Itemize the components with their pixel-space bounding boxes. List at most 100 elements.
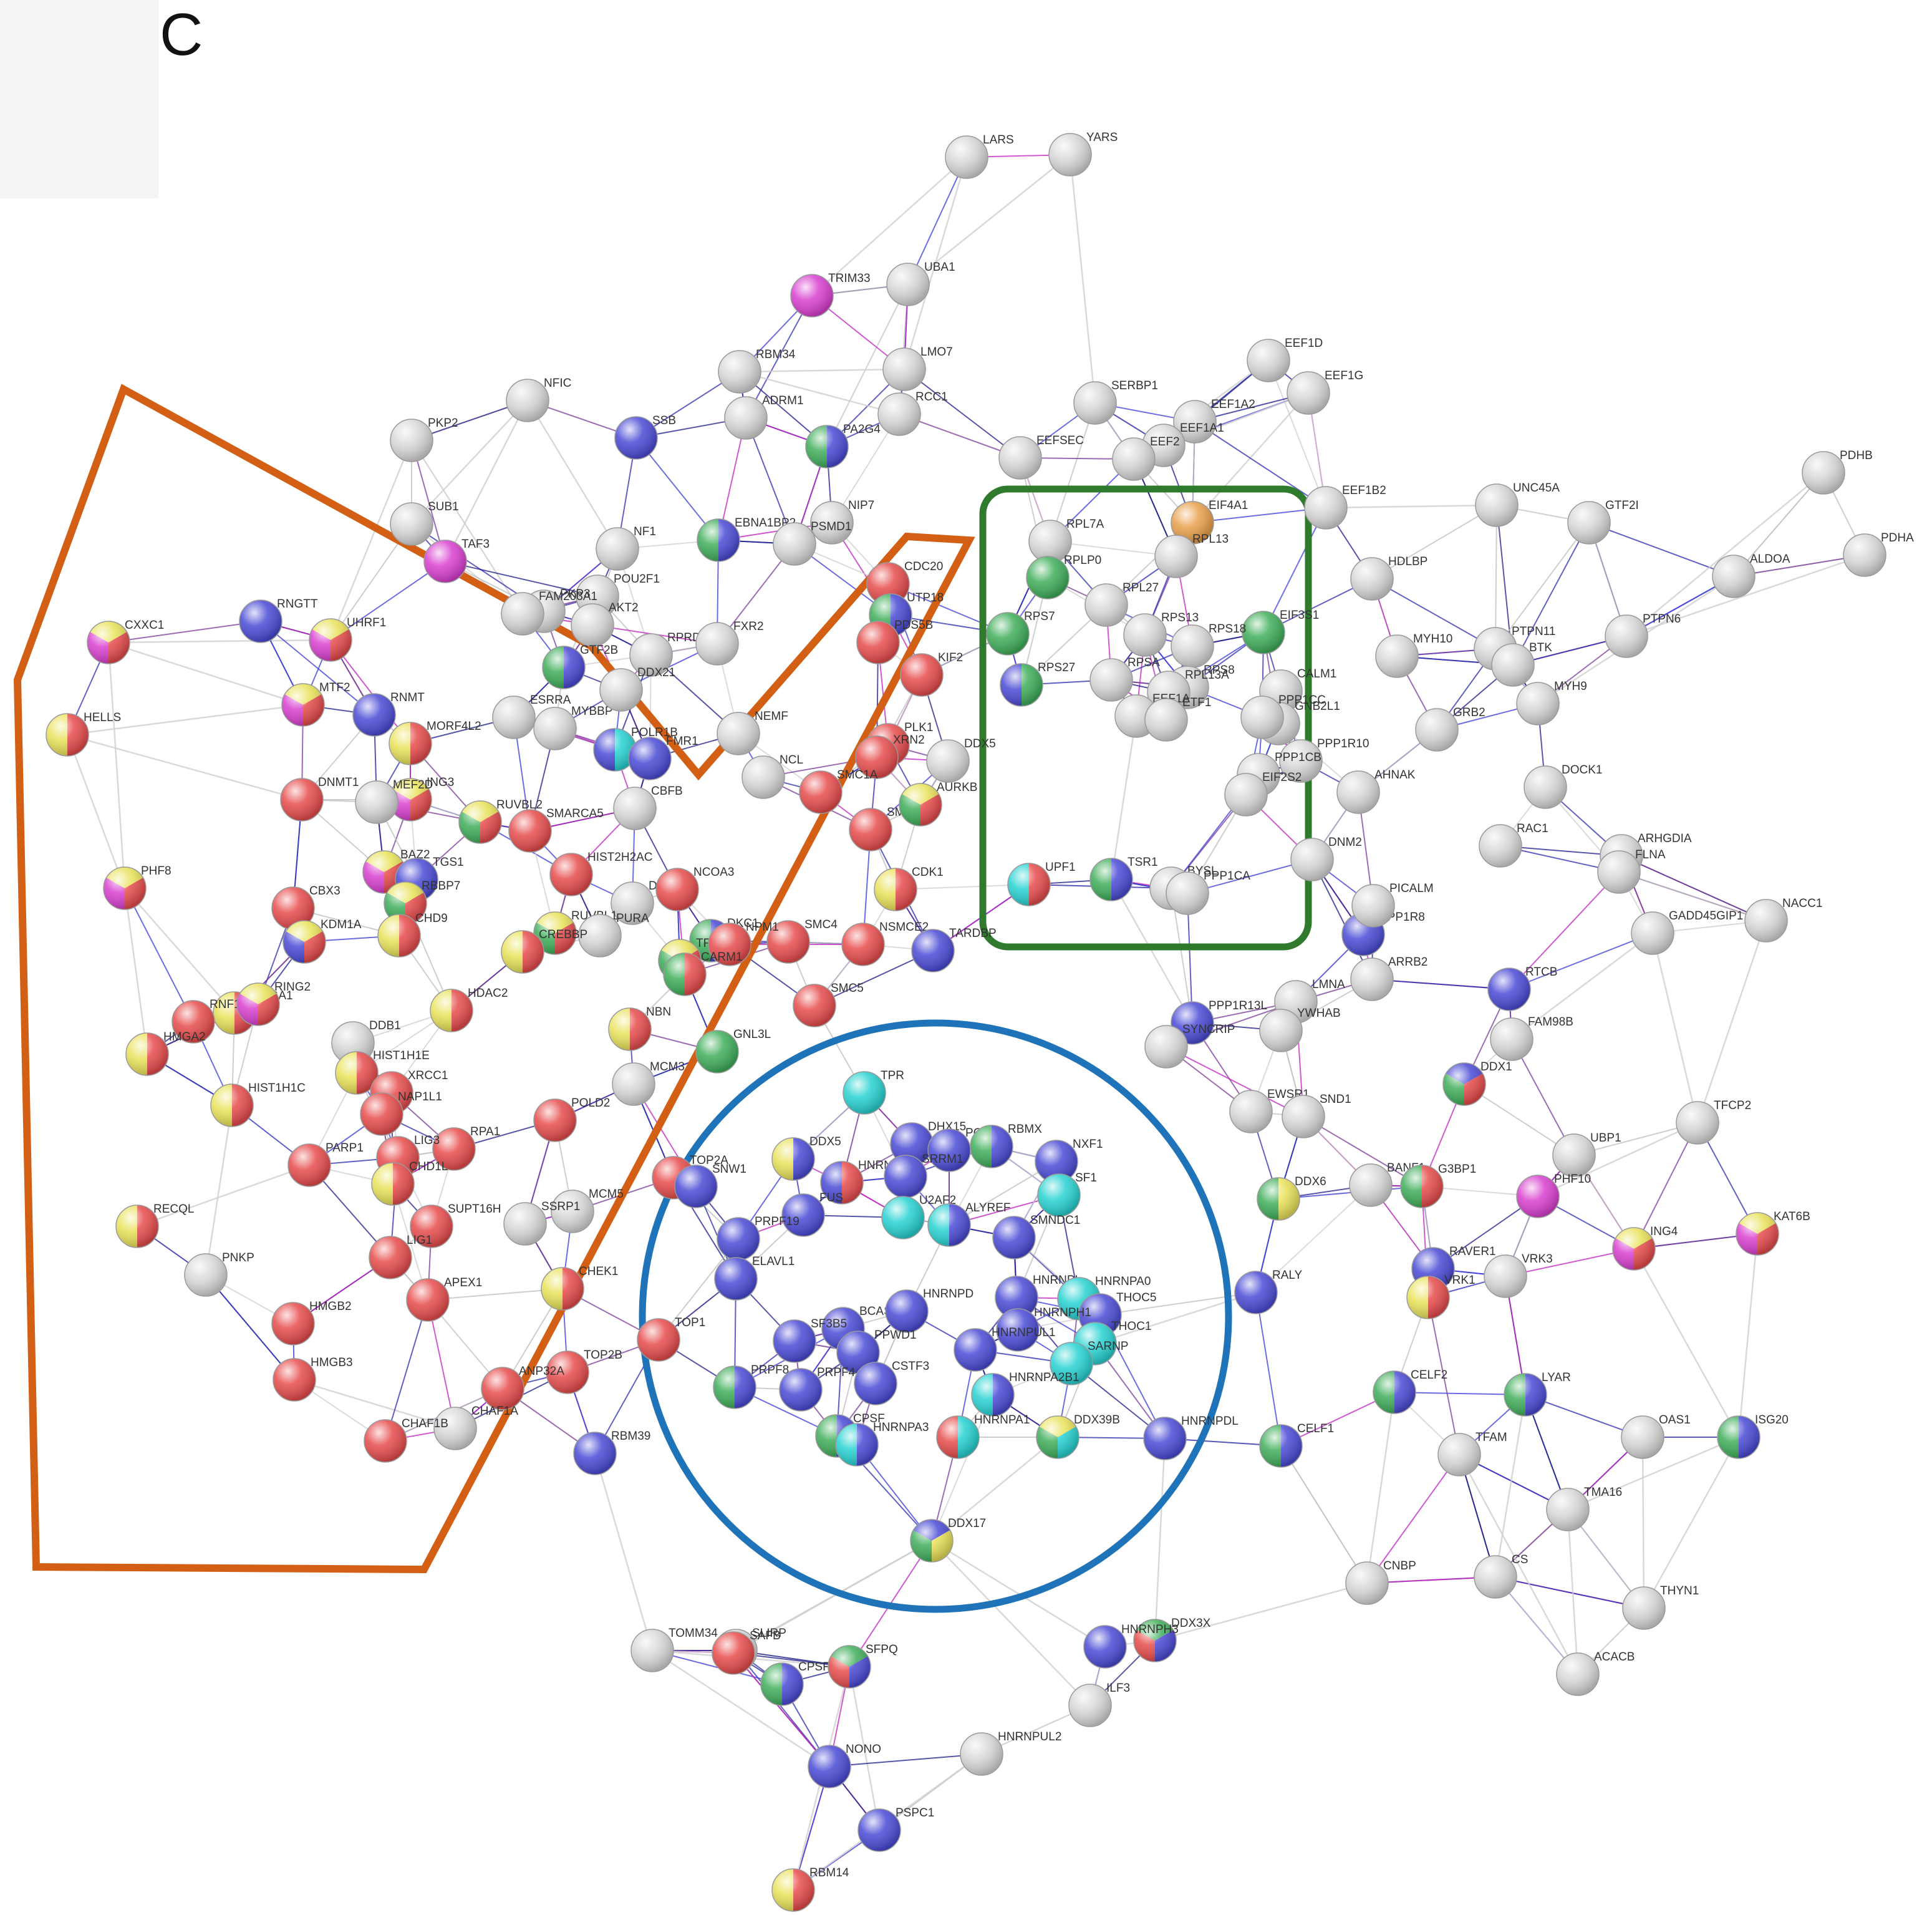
protein-node: ALYREF xyxy=(927,1201,1011,1247)
node-highlight xyxy=(1073,381,1117,425)
protein-node: VRK3 xyxy=(1484,1253,1553,1298)
protein-node: CHAF1A xyxy=(433,1405,518,1450)
protein-node: HNRNPA3 xyxy=(835,1421,929,1467)
node-label: HMGB3 xyxy=(311,1356,353,1369)
protein-node: DDX6 xyxy=(1257,1175,1326,1221)
interaction-edge xyxy=(67,704,304,736)
protein-node: PA2G4 xyxy=(805,423,881,468)
node-label: NIP7 xyxy=(848,499,874,512)
node-label: PARP1 xyxy=(326,1142,364,1155)
protein-node: BANF1 xyxy=(1349,1161,1425,1207)
node-highlight xyxy=(799,770,843,814)
node-highlight xyxy=(741,755,785,799)
protein-node: BTK xyxy=(1491,641,1552,687)
node-label: PKP3 xyxy=(560,588,591,601)
protein-node: UBA1 xyxy=(886,261,955,306)
interaction-edge xyxy=(1737,1233,1759,1438)
interaction-edge xyxy=(895,884,1030,890)
node-highlight xyxy=(1089,658,1133,702)
protein-node: AHNAK xyxy=(1336,768,1416,814)
protein-node: CNBP xyxy=(1345,1559,1416,1605)
node-label: NCL xyxy=(780,754,803,767)
interaction-edge xyxy=(826,284,909,447)
node-highlight xyxy=(1479,824,1522,868)
protein-node: PDHA xyxy=(1843,531,1914,577)
node-label: KDM1A xyxy=(321,918,362,931)
node-label: LARS xyxy=(983,133,1014,147)
protein-node: CPSF6 xyxy=(760,1660,836,1706)
interaction-edge xyxy=(1509,933,1653,990)
interaction-edge xyxy=(123,888,148,1055)
node-label: UNC45A xyxy=(1513,482,1560,495)
node-label: RAVER1 xyxy=(1449,1245,1496,1258)
protein-node: RTCB xyxy=(1487,966,1557,1011)
protein-node: CHD1L xyxy=(371,1160,448,1206)
node-highlight xyxy=(360,1092,403,1136)
node-label: BAZ2 xyxy=(400,848,430,861)
protein-node: SYNCRIP xyxy=(1144,1023,1235,1069)
node-highlight xyxy=(1143,1417,1187,1460)
protein-node: AURKB xyxy=(899,781,977,827)
protein-node: FAM203A1 xyxy=(501,590,597,636)
interaction-edge xyxy=(814,950,934,1006)
interaction-edge xyxy=(1733,472,1824,577)
interaction-edge xyxy=(1511,933,1653,1040)
node-label: NXF1 xyxy=(1073,1138,1103,1151)
node-highlight xyxy=(1556,1652,1600,1696)
protein-node: TFAM xyxy=(1437,1431,1507,1476)
protein-node: CBFB xyxy=(613,785,683,830)
protein-node: PPP1R10 xyxy=(1279,737,1369,783)
node-highlight xyxy=(718,350,761,394)
node-label: TOMM34 xyxy=(669,1627,718,1640)
node-label: YWHAB xyxy=(1297,1007,1341,1020)
interaction-edge xyxy=(1192,507,1326,523)
node-label: THYN1 xyxy=(1660,1584,1699,1597)
node-highlight xyxy=(926,739,970,783)
node-highlight xyxy=(1247,339,1290,382)
node-highlight xyxy=(1442,1062,1486,1106)
node-highlight xyxy=(239,599,283,643)
protein-node: HNRNPDL xyxy=(1143,1415,1239,1460)
protein-node: VRK1 xyxy=(1406,1274,1476,1319)
node-highlight xyxy=(936,1415,980,1459)
node-highlight xyxy=(1173,400,1217,444)
node-label: SUPT16H xyxy=(448,1203,501,1216)
protein-node: PDHB xyxy=(1802,449,1873,495)
node-highlight xyxy=(1375,634,1419,678)
node-highlight xyxy=(1123,613,1167,657)
node-label: THOC1 xyxy=(1111,1320,1151,1333)
node-label: SUB1 xyxy=(428,500,459,513)
node-label: LIG3 xyxy=(414,1134,440,1147)
interaction-edge xyxy=(594,1453,654,1651)
node-label: NONO xyxy=(846,1743,881,1756)
node-label: HNRNPA3 xyxy=(873,1421,929,1434)
node-label: EEFSEC xyxy=(1036,434,1084,447)
node-label: PSPC1 xyxy=(896,1806,934,1820)
node-highlight xyxy=(1304,486,1348,530)
node-label: XRCC1 xyxy=(408,1069,448,1082)
node-label: RPS27 xyxy=(1038,661,1075,674)
node-label: HNRNPDL xyxy=(1181,1415,1239,1428)
node-label: SFPQ xyxy=(866,1643,898,1656)
node-highlight xyxy=(533,707,577,750)
node-highlight xyxy=(541,1267,584,1311)
node-highlight xyxy=(714,1257,758,1301)
node-label: GTF2I xyxy=(1605,499,1639,512)
protein-node: MYH9 xyxy=(1516,680,1587,725)
node-label: RPLP0 xyxy=(1064,554,1101,567)
node-label: RBM39 xyxy=(611,1430,650,1443)
interaction-edge xyxy=(1511,1039,1575,1156)
node-highlight xyxy=(377,914,421,958)
node-label: HIST1H1C xyxy=(248,1082,306,1095)
node-label: HNRNPA0 xyxy=(1095,1275,1151,1288)
interaction-edge xyxy=(444,400,529,562)
protein-node: XRN2 xyxy=(855,734,925,779)
protein-node: ACACB xyxy=(1556,1651,1635,1696)
node-highlight xyxy=(335,1051,379,1095)
protein-node: RNGTT xyxy=(239,598,318,643)
protein-node: HIST1H1C xyxy=(210,1082,306,1127)
node-highlight xyxy=(1605,614,1648,658)
protein-node: EIF3S1 xyxy=(1242,609,1319,654)
protein-node: PRPF4 xyxy=(779,1366,856,1412)
